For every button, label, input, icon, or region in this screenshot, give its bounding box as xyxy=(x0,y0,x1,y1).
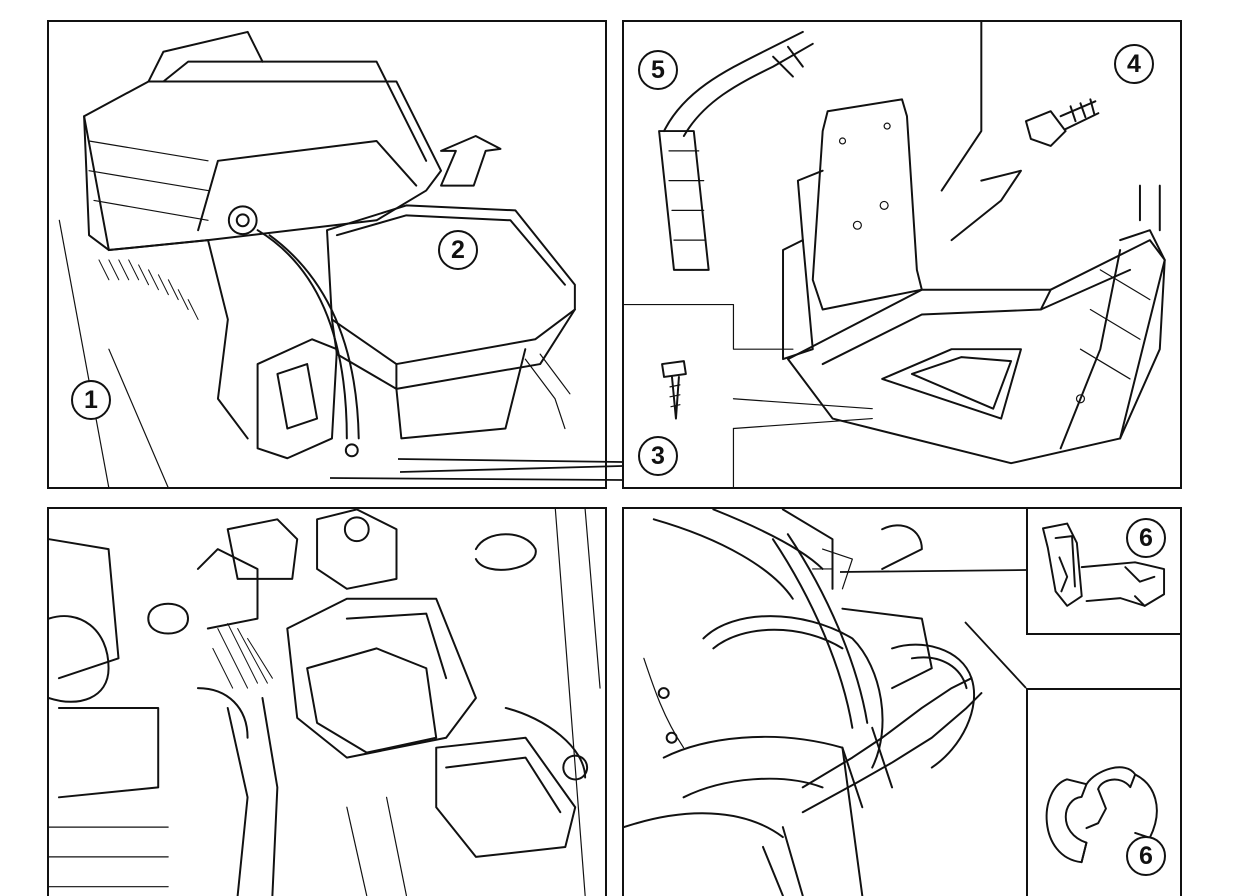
callout-3: 3 xyxy=(638,436,678,476)
panel-engine-bay xyxy=(47,507,607,896)
cable-clip-icon xyxy=(1042,522,1166,607)
panel-battery-removal: 1 2 xyxy=(47,20,607,489)
callout-6b: 6 xyxy=(1126,836,1166,876)
cable-routing-illustration xyxy=(624,509,983,896)
engine-bay-illustration xyxy=(49,509,601,896)
battery-illustration xyxy=(58,30,576,487)
callout-4: 4 xyxy=(1114,44,1154,84)
battery-tray-illustration xyxy=(624,22,1166,487)
callout-5: 5 xyxy=(638,50,678,90)
callout-6a: 6 xyxy=(1126,518,1166,558)
panel-battery-tray: 5 4 3 xyxy=(622,20,1182,489)
callout-2: 2 xyxy=(438,230,478,270)
callout-1: 1 xyxy=(71,380,111,420)
